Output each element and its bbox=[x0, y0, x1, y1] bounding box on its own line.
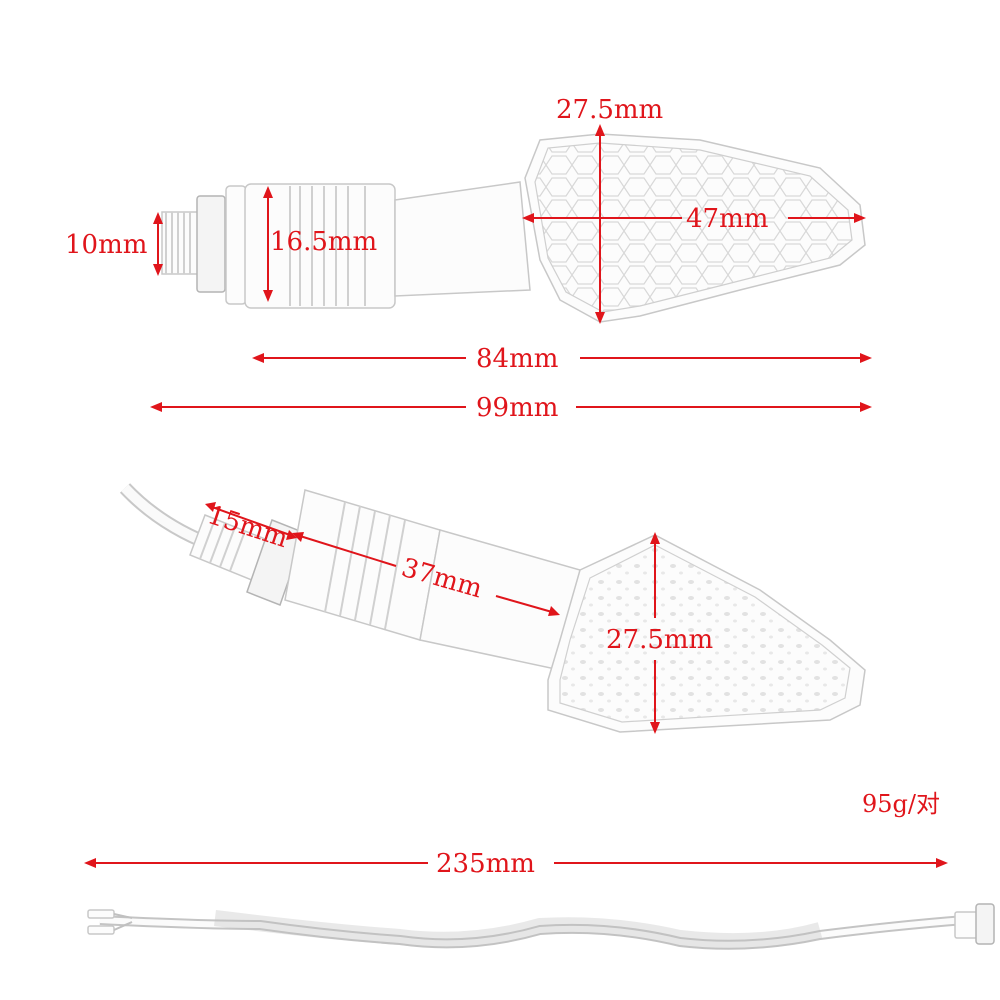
wire-sleeve bbox=[214, 910, 823, 950]
hex-nut bbox=[196, 195, 226, 293]
wire-bolt-end bbox=[954, 903, 995, 945]
dim-84mm: 84mm bbox=[252, 344, 872, 374]
dim-47mm: 47mm bbox=[522, 204, 866, 234]
dim-label-cable-length: 235mm bbox=[436, 849, 535, 879]
dim-label-body-length: 84mm bbox=[476, 344, 558, 374]
dim-99mm: 99mm bbox=[150, 393, 872, 423]
top-view-turn-signal bbox=[161, 133, 866, 323]
wire-assembly bbox=[87, 903, 995, 950]
side-lens-texture bbox=[559, 544, 851, 723]
dim-label-body-diameter: 16.5mm bbox=[270, 227, 377, 257]
dim-label-total-length: 99mm bbox=[476, 393, 558, 423]
thread-grooves bbox=[165, 212, 191, 274]
washer bbox=[225, 185, 247, 305]
stem-ribs bbox=[289, 186, 366, 306]
side-view-turn-signal bbox=[119, 483, 866, 733]
dim-16-5mm: 16.5mm bbox=[263, 186, 377, 302]
dim-label-lens-length: 47mm bbox=[686, 204, 768, 234]
dim-27-5mm-top: 27.5mm bbox=[556, 95, 663, 324]
side-stem-tube bbox=[419, 529, 581, 671]
side-nut bbox=[246, 519, 306, 606]
dim-10mm: 10mm bbox=[65, 212, 163, 276]
dim-label-lens-height: 27.5mm bbox=[606, 625, 713, 655]
stem-tube bbox=[394, 181, 531, 297]
dim-label-lens-diameter: 27.5mm bbox=[556, 95, 663, 125]
weight-label: 95g/对 bbox=[862, 790, 940, 818]
lens-honeycomb bbox=[534, 142, 853, 313]
dim-235mm: 235mm bbox=[84, 849, 948, 879]
spade-connectors bbox=[87, 909, 133, 935]
dim-27-5mm-side: 27.5mm bbox=[606, 532, 713, 734]
dim-label-thread-diameter: 10mm bbox=[65, 230, 147, 260]
thread-bolt bbox=[161, 211, 201, 275]
